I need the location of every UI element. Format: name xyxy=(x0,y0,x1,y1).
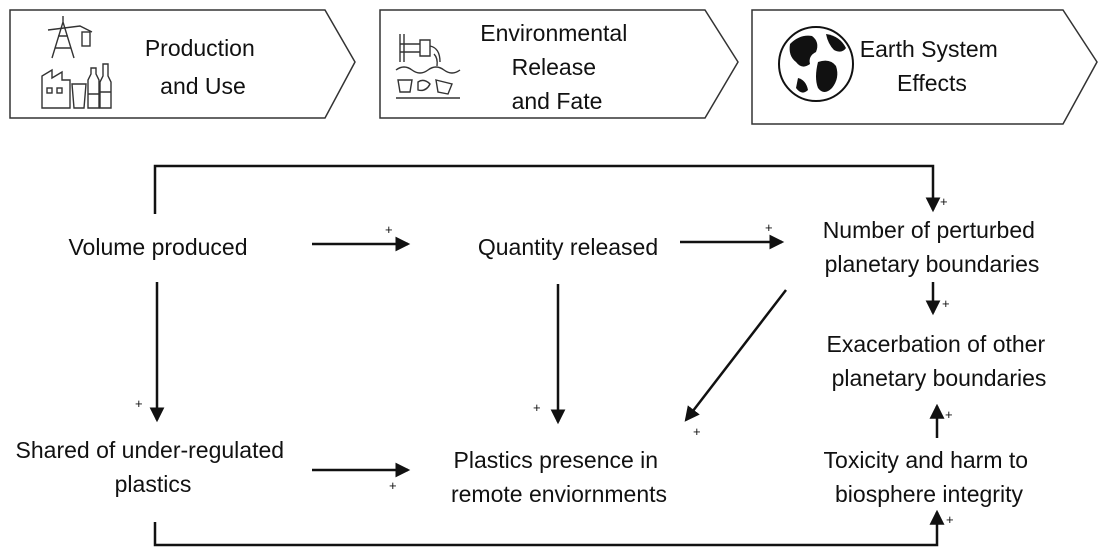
node-label-line: Shared of under-regulated xyxy=(16,437,285,463)
node-quantity-released: Quantity released xyxy=(478,234,658,260)
node-shared-of-under-regulated-plastics: Shared of under-regulated plastics xyxy=(16,437,291,497)
pipe-discharge-pollution-icon xyxy=(395,34,461,99)
stage-title: Earth System Effects xyxy=(860,36,1004,96)
node-label-line: Number of perturbed xyxy=(823,217,1035,243)
stage-earth-system-effects: Earth System Effects xyxy=(751,9,1098,125)
node-label-line: Quantity released xyxy=(478,234,658,260)
sign-quantity-to-presence: + xyxy=(533,400,541,415)
node-label-line: planetary boundaries xyxy=(832,365,1047,391)
node-toxicity-and-harm: Toxicity and harm to biosphere integrity xyxy=(824,447,1035,507)
sign-quantity-to-perturbed: + xyxy=(765,220,773,235)
connectors xyxy=(149,164,945,547)
sign-volume-to-shared: + xyxy=(135,396,143,411)
node-label-line: planetary boundaries xyxy=(825,251,1040,277)
stage-title-line: and Fate xyxy=(512,88,603,114)
sign-perturbed-to-exacerbation: + xyxy=(942,296,950,311)
node-number-of-perturbed-boundaries: Number of perturbed planetary boundaries xyxy=(823,217,1042,277)
node-label-line: Exacerbation of other xyxy=(826,331,1045,357)
stage-title-line: Release xyxy=(512,54,596,80)
node-label-line: Toxicity and harm to xyxy=(824,447,1029,473)
stage-chevron-shape xyxy=(9,9,356,119)
sign-shared-to-toxicity: + xyxy=(946,512,954,527)
link-volume-to-perturbed xyxy=(153,164,941,214)
sign-toxicity-to-exacerbation: + xyxy=(945,407,953,422)
node-plastics-presence-remote: Plastics presence in remote enviornments xyxy=(451,447,667,507)
link-perturbed-to-presence xyxy=(684,289,787,422)
node-label-line: remote enviornments xyxy=(451,481,667,507)
stage-title-line: Environmental xyxy=(480,20,627,46)
globe-icon xyxy=(778,26,854,102)
node-volume-produced: Volume produced xyxy=(68,234,247,260)
node-label-line: Plastics presence in xyxy=(454,447,659,473)
node-label-line: plastics xyxy=(115,471,192,497)
stage-title-line: Earth System xyxy=(860,36,998,62)
oil-pump-and-bottles-icon xyxy=(41,16,112,109)
node-label-line: Volume produced xyxy=(68,234,247,260)
link-shared-to-toxicity xyxy=(153,509,945,547)
stage-title: Production and Use xyxy=(145,35,261,99)
polarity-signs: + + + + + + + + + + xyxy=(135,194,954,527)
stage-environmental-release: Environmental Release and Fate xyxy=(379,9,739,119)
stage-title-line: and Use xyxy=(160,73,246,99)
nodes: Volume produced Quantity released Number… xyxy=(16,217,1051,507)
sign-volume-to-perturbed: + xyxy=(940,194,948,209)
stage-chevron-shape xyxy=(379,9,739,119)
node-exacerbation-of-other-boundaries: Exacerbation of other planetary boundari… xyxy=(826,331,1051,391)
sign-perturbed-to-presence: + xyxy=(693,424,701,439)
node-label-line: biosphere integrity xyxy=(835,481,1023,507)
sign-volume-to-quantity: + xyxy=(385,222,393,237)
sign-shared-to-presence: + xyxy=(389,478,397,493)
stage-title-line: Production xyxy=(145,35,255,61)
stage-title: Environmental Release and Fate xyxy=(480,20,633,114)
stage-title-line: Effects xyxy=(897,70,967,96)
stage-production-and-use: Production and Use xyxy=(9,9,356,119)
